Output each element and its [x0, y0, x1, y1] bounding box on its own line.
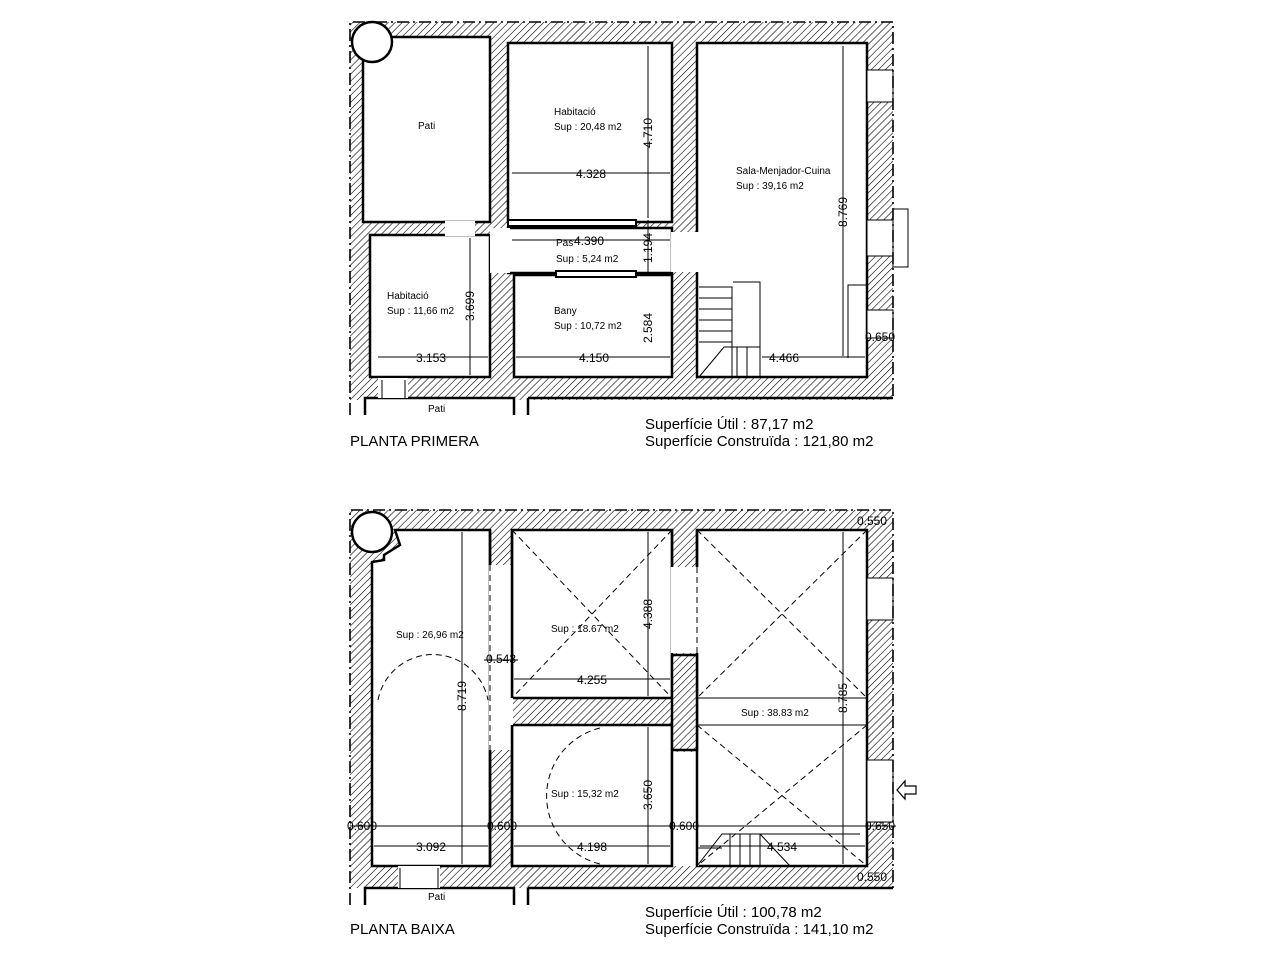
- upper-dim-8769: 8.769: [836, 197, 850, 227]
- lower-corridor-wall: [488, 530, 514, 866]
- lower-arc-room-1: [377, 654, 489, 701]
- lower-dim-0600-b: 0.600: [487, 819, 517, 833]
- upper-dim-4150: 4.150: [579, 351, 609, 365]
- upper-dim-4466: 4.466: [769, 351, 799, 365]
- upper-built-area: Superfície Construïda : 121,80 m2: [645, 433, 873, 450]
- lower-column-circle: [350, 510, 394, 554]
- upper-bottom-patio: [363, 378, 893, 415]
- lower-dim-0600-a: 0.600: [347, 819, 377, 833]
- upper-window-1: [866, 69, 894, 103]
- lower-dim-3092: 3.092: [416, 840, 446, 854]
- lower-dim-4388: 4.388: [641, 599, 655, 629]
- upper-dim-4710: 4.710: [641, 118, 655, 148]
- lower-dim-8785: 8.785: [836, 683, 850, 713]
- lower-pier: [670, 653, 699, 752]
- lower-dim-0600-c: 0.600: [669, 819, 699, 833]
- upper-door-pati: [445, 221, 475, 236]
- upper-label-pati-bottom: Pati: [428, 404, 445, 415]
- lower-stairs: [696, 833, 860, 867]
- upper-useful-area: Superfície Útil : 87,17 m2: [645, 416, 813, 433]
- lower-area-room-4: Sup : 15,32 m2: [551, 789, 619, 800]
- lower-area-room-3: Sup : 38.83 m2: [741, 708, 809, 719]
- upper-dim-1194: 1.194: [641, 233, 655, 263]
- upper-area-pas: Sup : 5,24 m2: [556, 254, 619, 265]
- upper-dim-3153: 3.153: [416, 351, 446, 365]
- lower-dim-4255: 4.255: [577, 673, 607, 687]
- upper-partition-1: [507, 219, 637, 227]
- upper-floor-plan: Pati Habitació Sup : 20,48 m2 Sala-Menja…: [349, 20, 909, 450]
- upper-door-sala: [671, 232, 699, 272]
- lower-dim-3650: 3.650: [641, 780, 655, 810]
- lower-useful-area: Superfície Útil : 100,78 m2: [645, 904, 822, 921]
- lower-floor-plan: Sup : 26,96 m2 Sup : 18.67 m2 Sup : 38.8…: [347, 509, 917, 938]
- upper-label-bany: Bany: [554, 306, 577, 317]
- upper-window-2: [866, 219, 894, 257]
- upper-area-sala: Sup : 39,16 m2: [736, 181, 804, 192]
- upper-dim-4390: 4.390: [574, 234, 604, 248]
- upper-column-circle: [350, 20, 394, 64]
- upper-area-habitacio-2: Sup : 11,66 m2: [387, 306, 455, 317]
- upper-dim-3699: 3.699: [463, 291, 477, 321]
- lower-dim-8719: 8.719: [455, 681, 469, 711]
- lower-built-area: Superfície Construïda : 141,10 m2: [645, 921, 873, 938]
- lower-corridor: [489, 565, 513, 750]
- upper-room-sala: [695, 41, 869, 379]
- upper-label-pas: Pas: [556, 238, 573, 249]
- upper-corridor: [490, 228, 510, 273]
- upper-label-sala: Sala-Menjador-Cuina: [736, 166, 831, 177]
- upper-room-bany: [512, 273, 674, 379]
- upper-dim-4328: 4.328: [576, 167, 606, 181]
- lower-dim-0550-top: 0.550: [857, 514, 887, 528]
- lower-window-2: [866, 759, 894, 823]
- upper-title: PLANTA PRIMERA: [350, 433, 479, 450]
- lower-label-pati-bottom: Pati: [428, 892, 445, 903]
- lower-dim-4198: 4.198: [577, 840, 607, 854]
- upper-label-pati: Pati: [418, 121, 435, 132]
- upper-label-habitacio-2: Habitació: [387, 291, 429, 302]
- lower-dim-4534: 4.534: [767, 840, 797, 854]
- upper-dim-0650: 0.650: [865, 330, 895, 344]
- lower-arc-room-4: [546, 727, 601, 865]
- lower-window-1: [866, 577, 894, 621]
- upper-kitchen-counter: [847, 284, 867, 358]
- upper-room-habitacio-1: [506, 41, 674, 224]
- lower-area-room-1: Sup : 26,96 m2: [396, 630, 464, 641]
- entrance-arrow-icon: [896, 779, 917, 801]
- upper-dim-2584: 2.584: [641, 313, 655, 343]
- upper-area-bany: Sup : 10,72 m2: [554, 321, 622, 332]
- upper-area-habitacio-1: Sup : 20,48 m2: [554, 122, 622, 133]
- upper-label-habitacio-1: Habitació: [554, 107, 596, 118]
- upper-stairs: [698, 281, 761, 378]
- lower-title: PLANTA BAIXA: [350, 921, 455, 938]
- lower-dim-0650: 0.650: [865, 819, 895, 833]
- lower-dim-0550-bottom: 0.550: [857, 870, 887, 884]
- lower-dim-0543: 0.543: [486, 652, 516, 666]
- upper-balcony: [892, 208, 909, 268]
- lower-area-room-2: Sup : 18.67 m2: [551, 624, 619, 635]
- lower-room-1: [370, 528, 492, 868]
- upper-room-pati: [361, 35, 492, 224]
- upper-partition-2: [555, 270, 637, 278]
- lower-bottom-patio: [363, 866, 893, 905]
